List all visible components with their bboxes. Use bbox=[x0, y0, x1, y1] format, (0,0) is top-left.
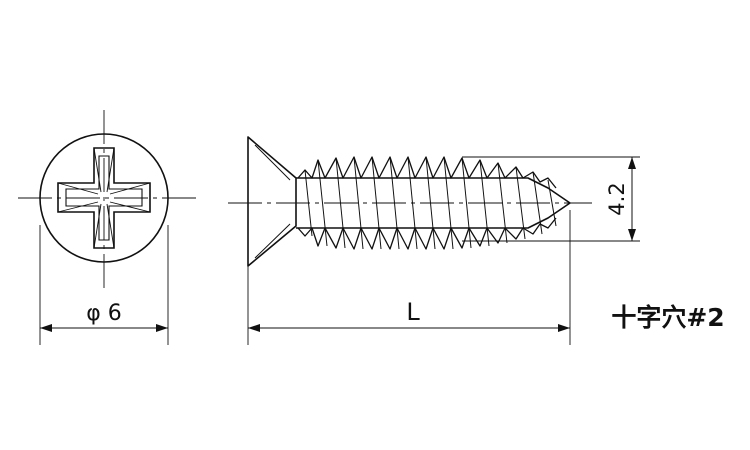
phillips-cross-inner bbox=[65, 155, 143, 241]
thread-crests-bottom bbox=[297, 217, 557, 250]
screw-side-view bbox=[228, 136, 640, 345]
countersunk-head bbox=[247, 136, 297, 267]
head-diameter-label: φ 6 bbox=[86, 301, 122, 326]
drive-type-note: 十字穴#2 bbox=[611, 303, 724, 332]
thread-diameter-label: 4.2 bbox=[605, 182, 629, 215]
head-top-view bbox=[18, 110, 200, 345]
thread-flanks bbox=[304, 156, 557, 250]
length-label: L bbox=[406, 298, 420, 326]
screw-shank bbox=[296, 177, 571, 229]
